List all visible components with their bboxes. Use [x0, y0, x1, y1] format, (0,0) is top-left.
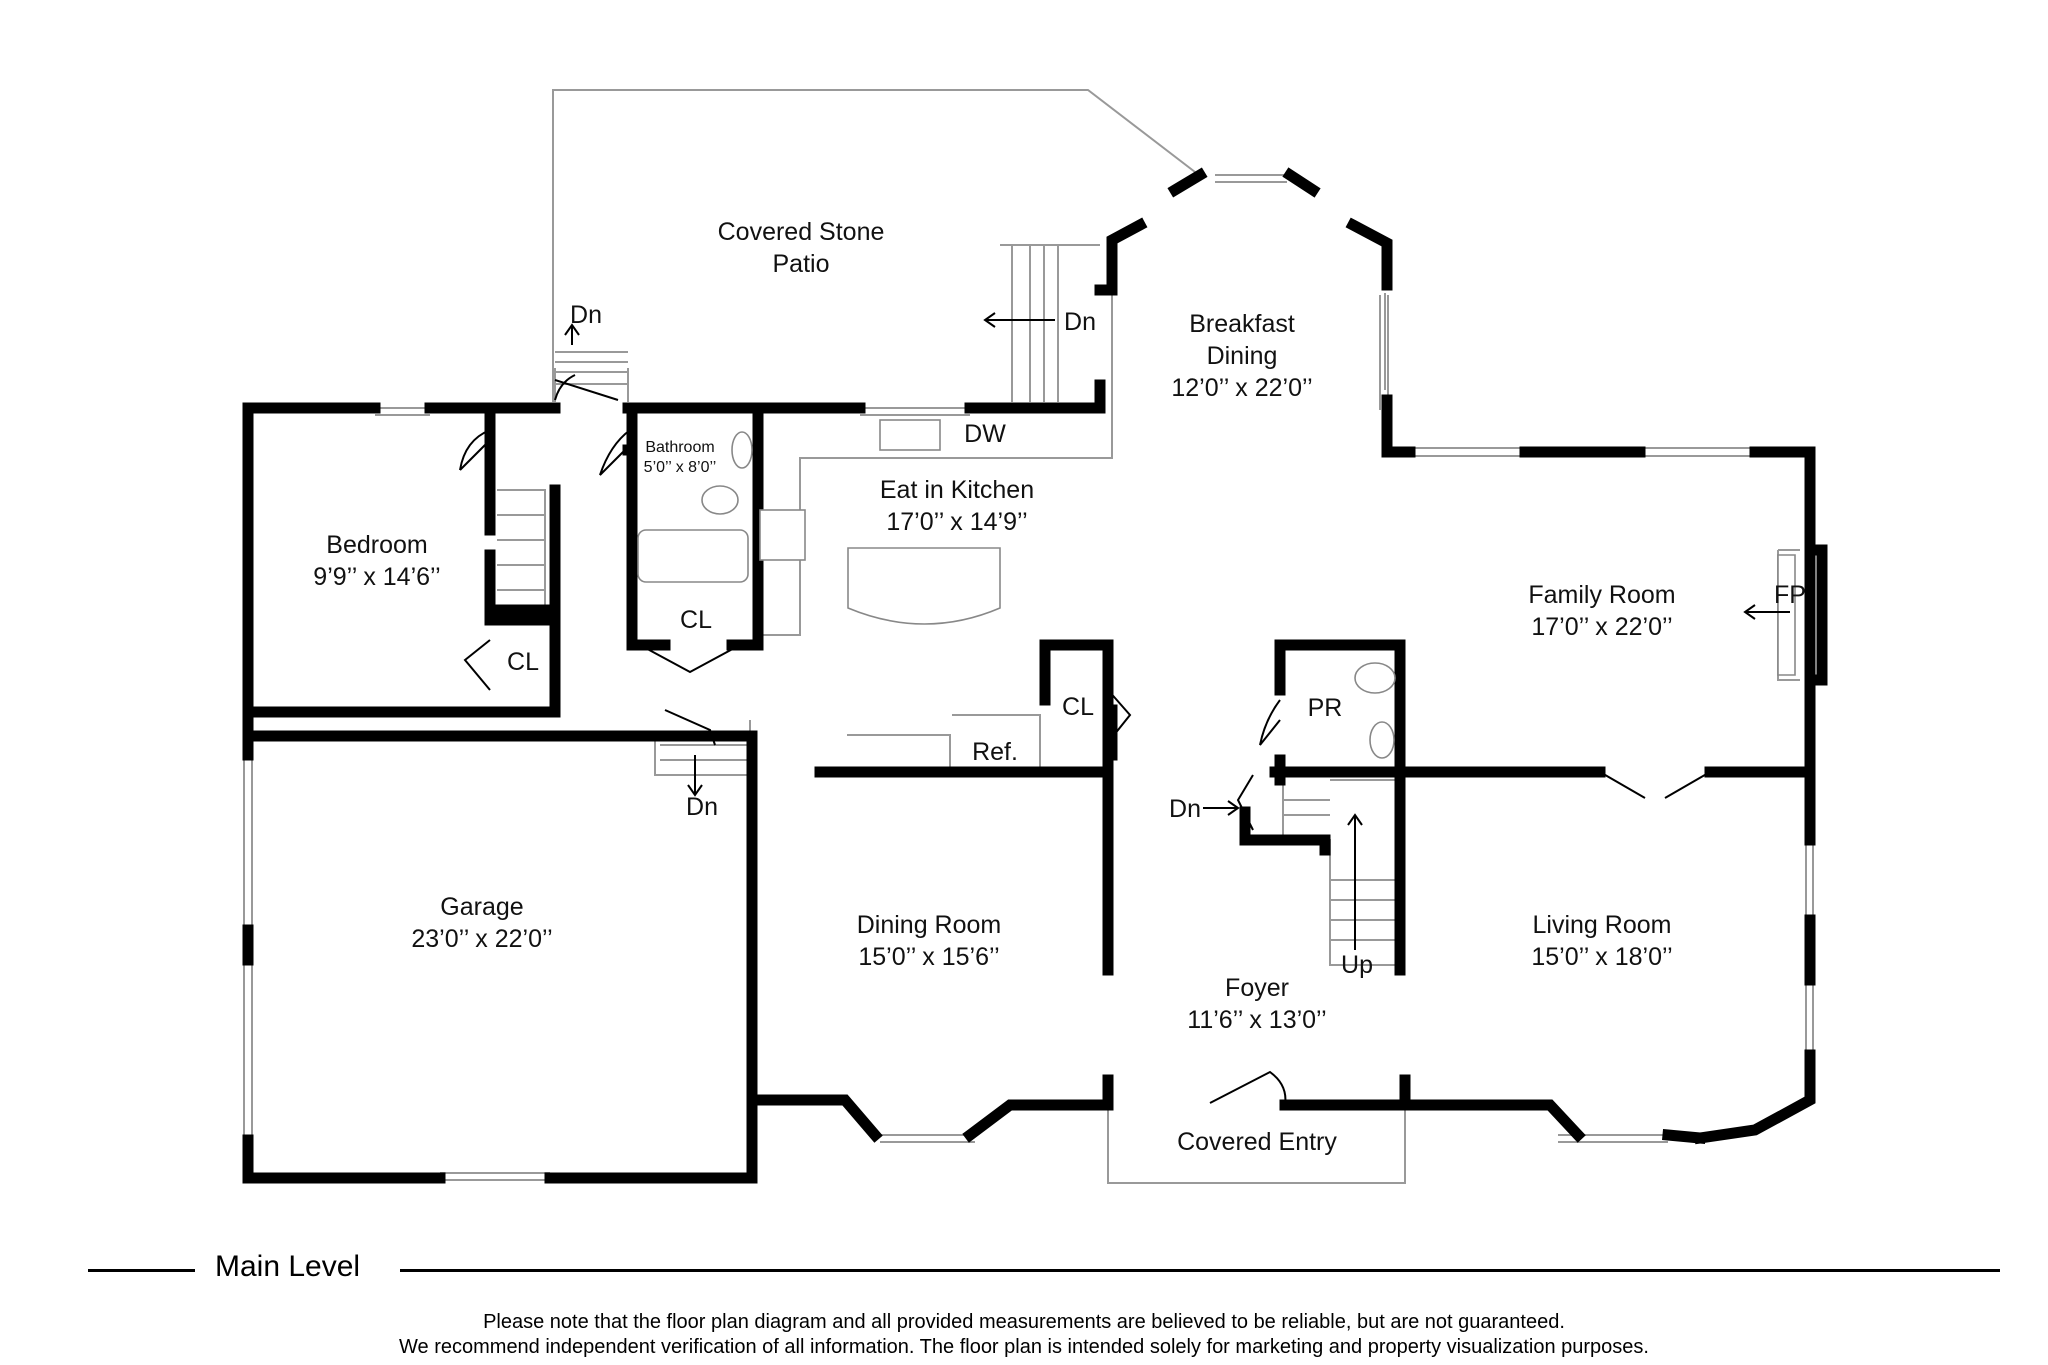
bedroom-closet-label: CL [507, 648, 539, 676]
breakfast-label-line2: Dining [1207, 342, 1278, 370]
foyer-label: Foyer [1225, 974, 1289, 1002]
doors [459, 374, 1711, 1106]
powder-room-sink [1369, 721, 1395, 759]
kitchen-size: 17’0’’ x 14’9’’ [886, 508, 1027, 536]
stairs-up-label: Up [1341, 951, 1373, 979]
dishwasher-label: DW [964, 420, 1006, 448]
footer-rule-left [88, 1269, 195, 1272]
breakfast-label-line1: Breakfast [1189, 310, 1295, 338]
bathroom-size: 5’0’’ x 8’0’’ [644, 459, 717, 476]
breakfast-size: 12’0’’ x 22’0’’ [1171, 374, 1312, 402]
foyer-closet-label: CL [1062, 693, 1094, 721]
living-room-size: 15’0’’ x 18’0’’ [1531, 943, 1672, 971]
patio-outline [552, 89, 1196, 402]
bathroom-sink [731, 431, 753, 469]
bathroom-label: Bathroom [645, 439, 714, 456]
bedroom-label: Bedroom [326, 531, 427, 559]
kitchen-label: Eat in Kitchen [880, 476, 1034, 504]
arrows [564, 312, 1790, 950]
garage-size: 23’0’’ x 22’0’’ [411, 925, 552, 953]
powder-room-toilet [1354, 662, 1396, 694]
bedroom-size: 9’9’’ x 14’6’’ [313, 563, 440, 591]
bathtub [637, 529, 749, 583]
bathroom-toilet [701, 485, 739, 515]
family-room-size: 17’0’’ x 22’0’’ [1531, 613, 1672, 641]
bath-closet-label: CL [680, 606, 712, 634]
fireplace-hearth [1777, 554, 1796, 676]
foyer-size: 11’6’’ x 13’0’’ [1187, 1006, 1326, 1034]
footer-rule-right [400, 1269, 2000, 1272]
level-title: Main Level [215, 1250, 361, 1283]
thin-lines [243, 174, 1814, 1184]
breakfast-stairs-dn-label: Dn [1064, 308, 1096, 336]
kitchen-sink [879, 419, 941, 451]
family-room-label: Family Room [1528, 581, 1675, 609]
stove [759, 509, 806, 561]
garage-label: Garage [440, 893, 523, 921]
patio-label-line1: Covered Stone [718, 218, 885, 246]
foyer-stairs-dn-label: Dn [1169, 795, 1201, 823]
walls [242, 167, 1828, 1184]
garage-stairs-dn-label: Dn [686, 793, 718, 821]
fireplace-label: FP [1774, 581, 1806, 609]
dining-room-size: 15’0’’ x 15’6’’ [858, 943, 999, 971]
disclaimer-line2: We recommend independent verification of… [399, 1336, 1649, 1358]
covered-entry-label: Covered Entry [1177, 1128, 1337, 1156]
refrigerator-label: Ref. [972, 738, 1018, 766]
disclaimer-line1: Please note that the floor plan diagram … [483, 1311, 1565, 1333]
powder-room-label: PR [1308, 694, 1343, 722]
patio-label-line2: Patio [773, 250, 830, 278]
kitchen-island [847, 547, 1001, 625]
patio-stairs-dn-label: Dn [570, 301, 602, 329]
dining-room-label: Dining Room [857, 911, 1002, 939]
living-room-label: Living Room [1533, 911, 1672, 939]
fixtures [637, 419, 1796, 759]
